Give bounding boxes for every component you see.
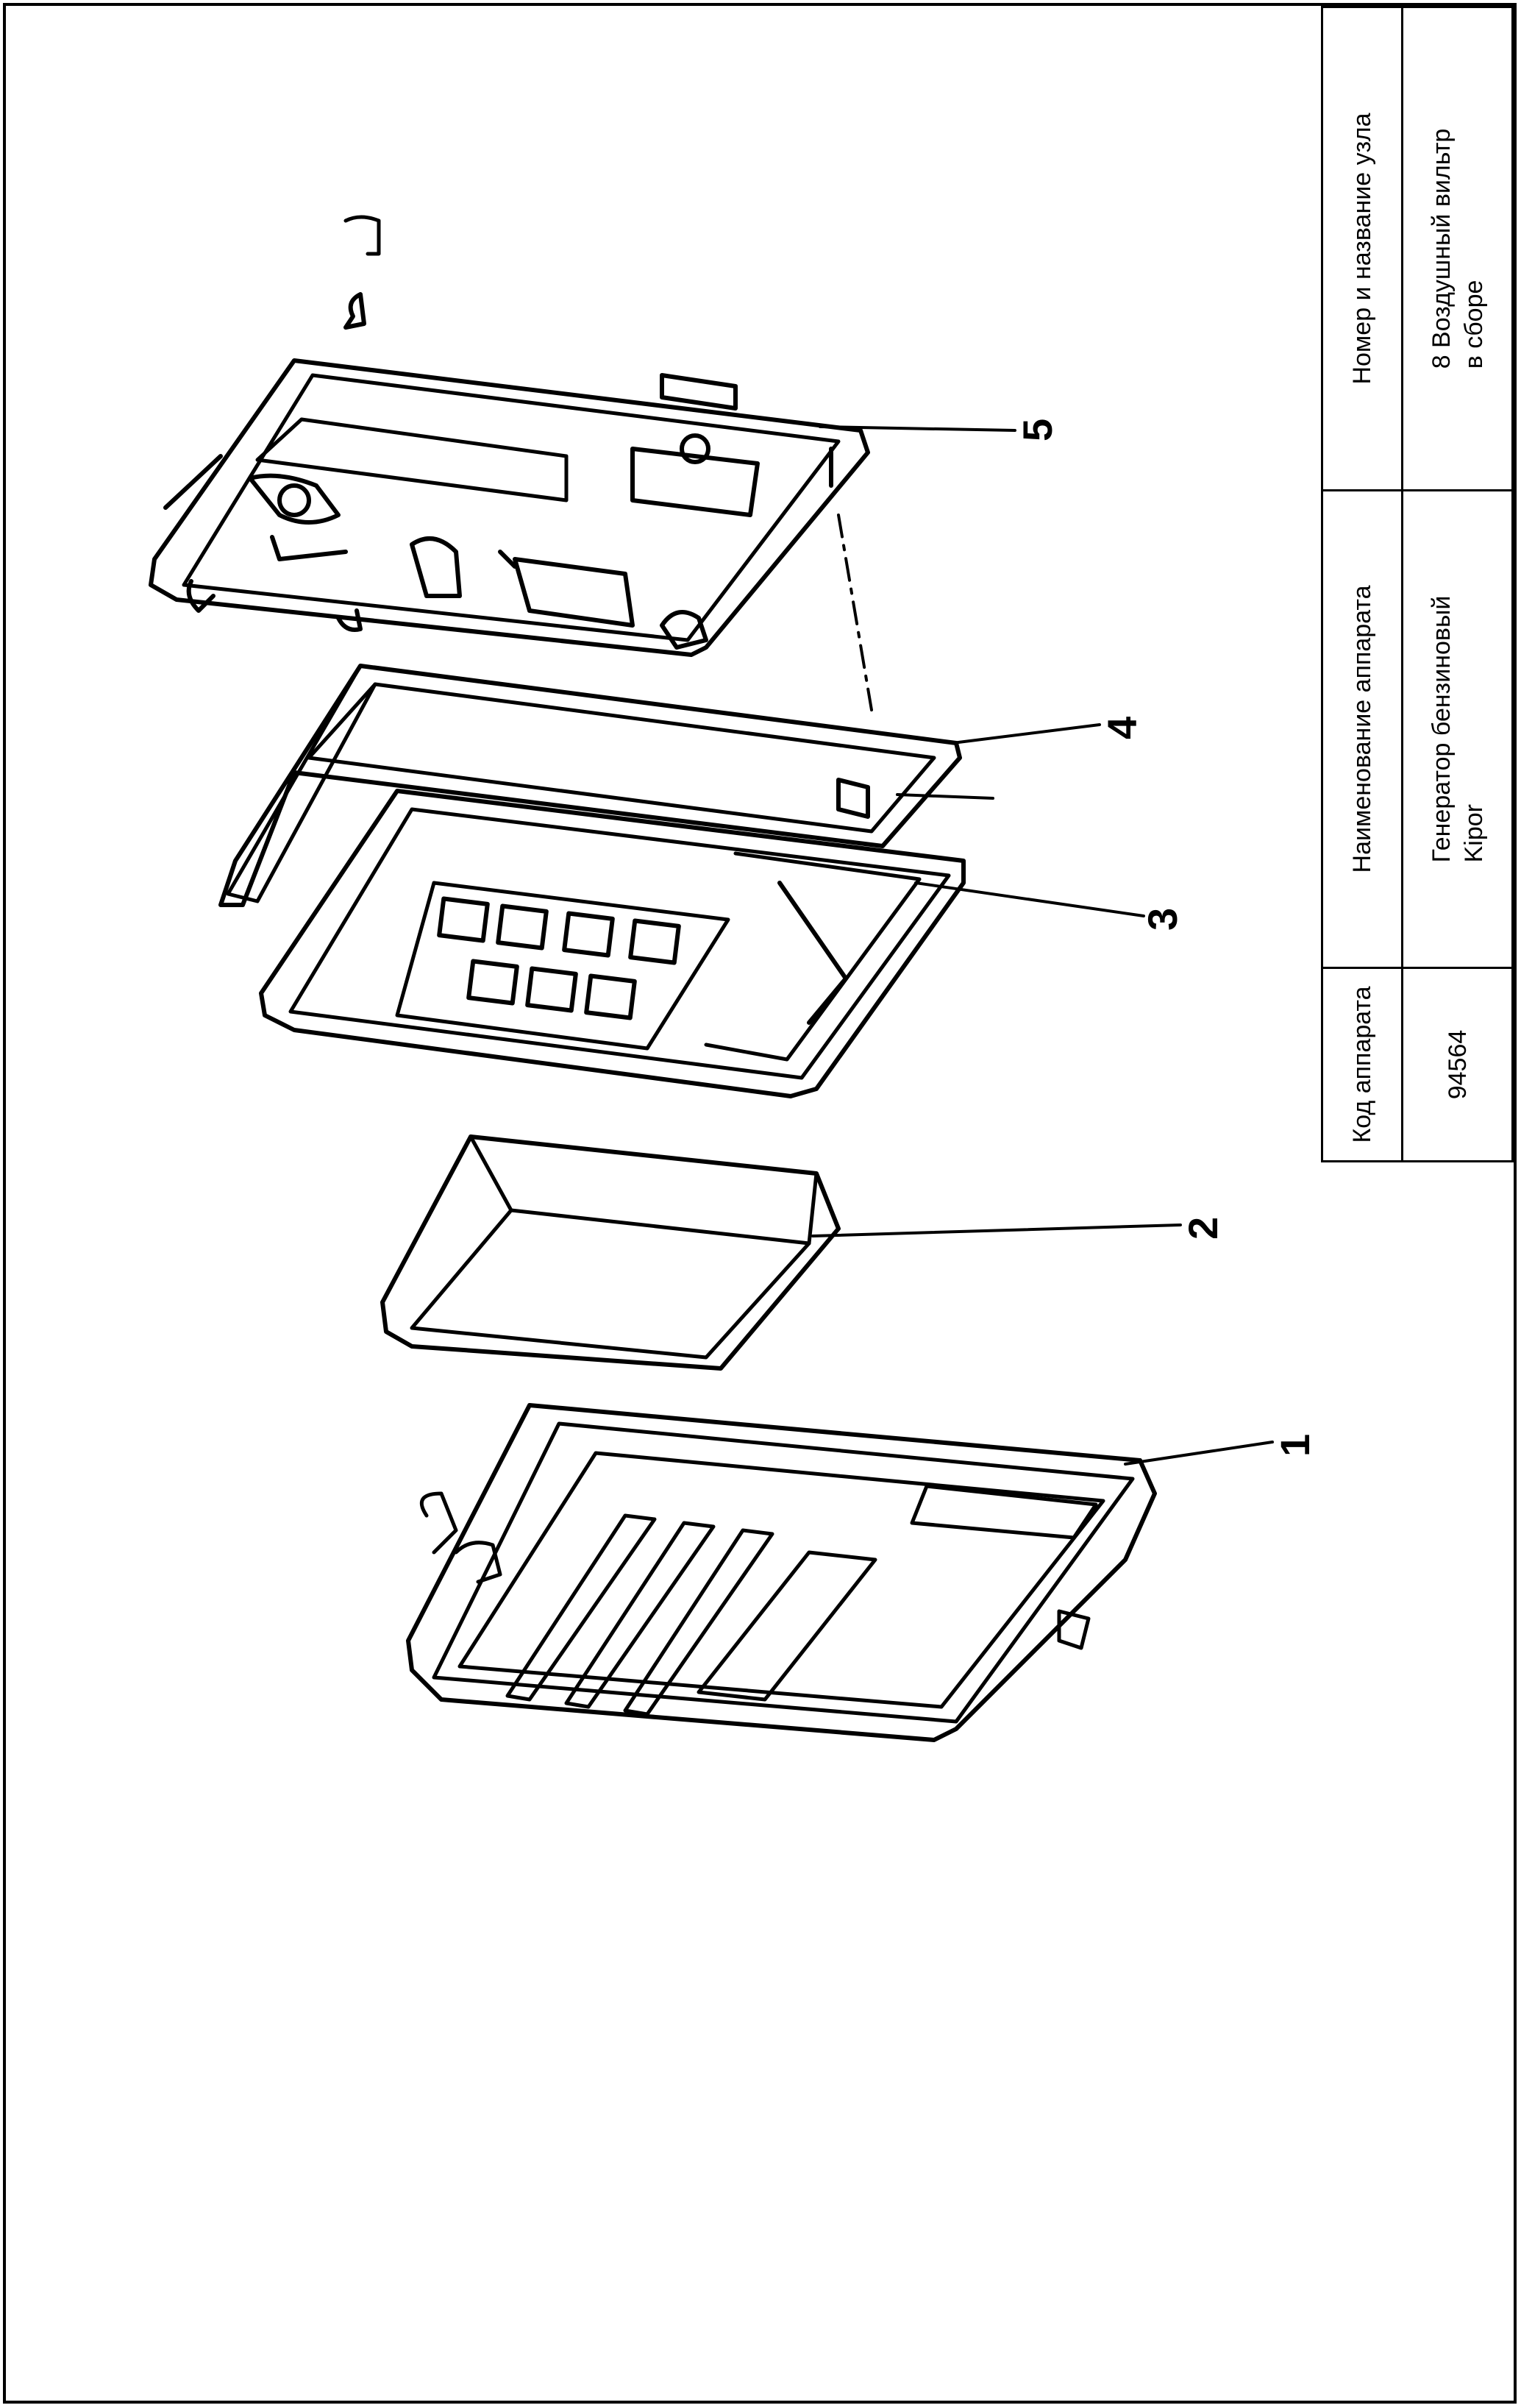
- title-block: Номер и название узла Наименование аппар…: [1321, 6, 1514, 1162]
- part-4-gasket: [221, 666, 960, 905]
- header-unit: Номер и название узла: [1348, 113, 1376, 385]
- leader-lines: [813, 427, 1272, 1464]
- header-device-name: Наименование аппарата: [1348, 585, 1376, 873]
- value-unit-line1: 8 Воздушный вильтр: [1427, 128, 1456, 369]
- callout-3: 3: [1139, 908, 1186, 931]
- value-unit-cell: 8 Воздушный вильтр в сборе: [1401, 6, 1514, 491]
- header-unit-cell: Номер и название узла: [1321, 6, 1403, 491]
- value-device-name-line2: Kipor: [1459, 804, 1488, 863]
- part-5-filter-base: [151, 217, 868, 655]
- value-unit: 8 Воздушный вильтр в сборе: [1425, 129, 1490, 369]
- callout-4: 4: [1099, 717, 1145, 739]
- part-3-filter-housing: [261, 791, 963, 1096]
- value-unit-line2: в сборе: [1459, 280, 1488, 369]
- part-1-filter-cover: [408, 1405, 1155, 1740]
- value-code-cell: 94564: [1401, 967, 1514, 1162]
- value-code: 94564: [1443, 1029, 1472, 1100]
- part-2-filter-element: [382, 1137, 838, 1368]
- header-code: Код аппарата: [1348, 986, 1376, 1143]
- callout-2: 2: [1180, 1217, 1226, 1240]
- header-code-cell: Код аппарата: [1321, 967, 1403, 1162]
- value-device-name-line1: Генератор бензиновый: [1427, 595, 1456, 863]
- callout-5: 5: [1014, 419, 1061, 441]
- callout-1: 1: [1272, 1434, 1318, 1457]
- sheet-border: [3, 3, 1517, 2404]
- value-device-name-cell: Генератор бензиновый Kipor: [1401, 489, 1514, 969]
- header-device-name-cell: Наименование аппарата: [1321, 489, 1403, 969]
- value-device-name: Генератор бензиновый Kipor: [1425, 596, 1490, 863]
